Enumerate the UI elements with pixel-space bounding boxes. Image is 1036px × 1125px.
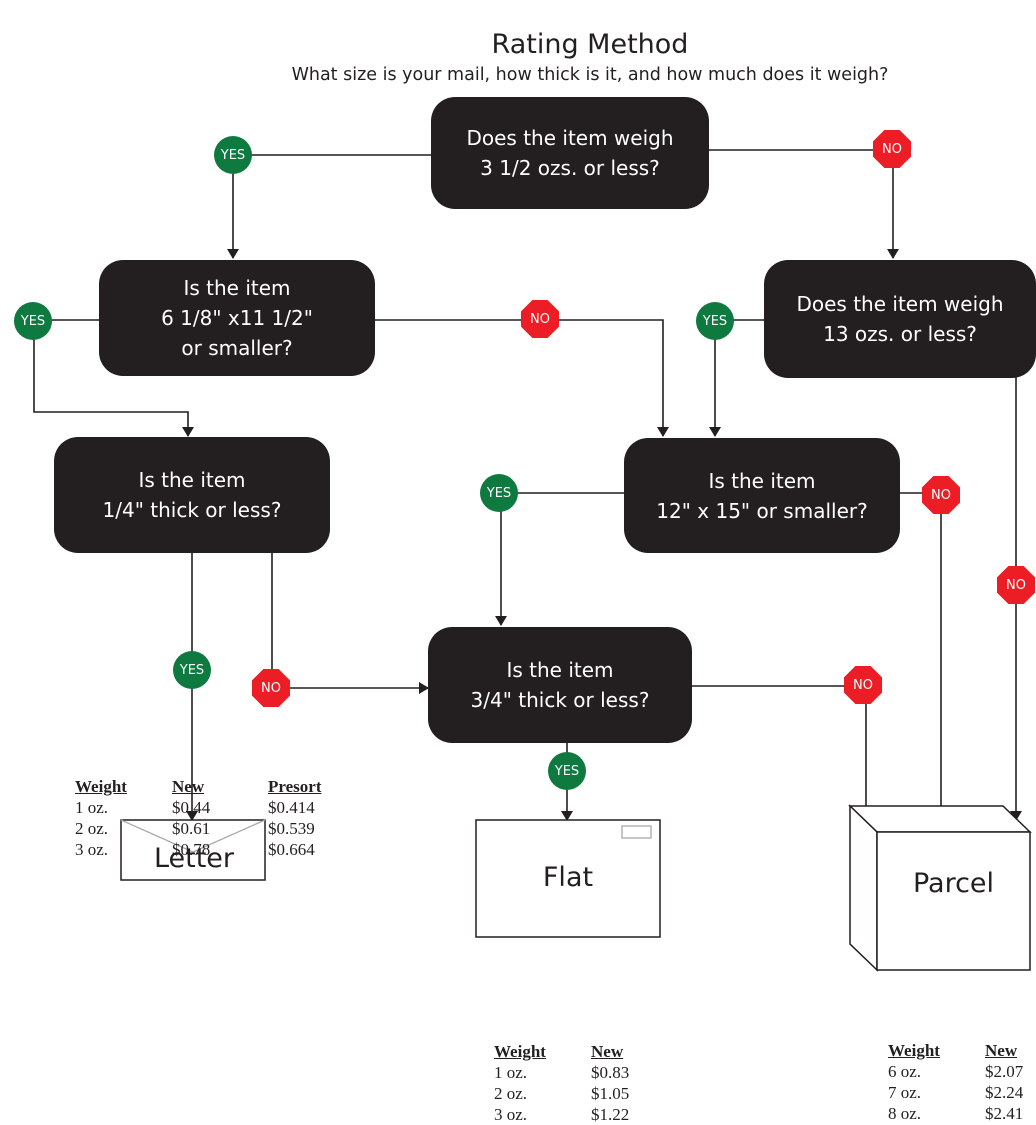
table-cell: 2 oz. bbox=[494, 1084, 528, 1103]
question-line: Is the item bbox=[183, 276, 291, 300]
table-header-row: Weight New Presort bbox=[75, 776, 322, 797]
yes-badge: YES bbox=[548, 752, 586, 790]
no-badge: NO bbox=[873, 130, 911, 168]
table-cell: $1.05 bbox=[591, 1084, 630, 1103]
no-badge: NO bbox=[844, 666, 882, 704]
table-row: 7 oz. $2.24 bbox=[888, 1082, 1023, 1103]
question-line: 6 1/8" x11 1/2" bbox=[161, 306, 313, 330]
question-letter-size: Is the item 6 1/8" x11 1/2" or smaller? bbox=[99, 260, 375, 376]
question-line: Does the item weigh bbox=[796, 292, 1004, 316]
table-cell: 2 oz. bbox=[75, 819, 109, 838]
question-line: Is the item bbox=[138, 468, 246, 492]
yes-badge: YES bbox=[214, 136, 252, 174]
outcome-letter: Letter bbox=[153, 842, 235, 874]
box-icon bbox=[848, 804, 1032, 972]
table-cell: 1 oz. bbox=[75, 798, 109, 817]
flat-rate-table: Weight New 1 oz. $0.83 2 oz. $1.05 3 oz.… bbox=[494, 1041, 629, 1125]
table-header-row: Weight New bbox=[888, 1040, 1023, 1061]
diagram-subtitle: What size is your mail, how thick is it,… bbox=[291, 65, 889, 85]
parcel-rate-table: Weight New 6 oz. $2.07 7 oz. $2.24 8 oz.… bbox=[888, 1040, 1023, 1124]
question-flat-size: Is the item 12" x 15" or smaller? bbox=[624, 438, 900, 553]
table-cell: 3 oz. bbox=[494, 1105, 528, 1124]
connector-q5-yes bbox=[495, 492, 625, 626]
column-header: Weight bbox=[494, 1042, 546, 1061]
connector-q1-yes bbox=[227, 154, 433, 259]
table-row: 2 oz. $0.61 $0.539 bbox=[75, 818, 322, 839]
yes-badge: YES bbox=[696, 302, 734, 340]
connector-q2-no bbox=[348, 319, 669, 437]
connector-q2-yes bbox=[33, 319, 194, 437]
outcome-parcel: Parcel bbox=[912, 867, 995, 899]
connector-q1-no bbox=[708, 149, 899, 259]
table-header-row: Weight New bbox=[494, 1041, 629, 1062]
table-row: 1 oz. $0.83 bbox=[494, 1062, 629, 1083]
envelope-icon bbox=[120, 819, 266, 881]
yes-badge: YES bbox=[173, 651, 211, 689]
table-cell: 8 oz. bbox=[888, 1104, 922, 1123]
column-header: Weight bbox=[888, 1041, 940, 1060]
letter-rate-table: Weight New Presort 1 oz. $0.44 $0.414 2 … bbox=[75, 776, 322, 860]
question-three-quarter-inch-thick: Is the item 3/4" thick or less? bbox=[428, 627, 692, 743]
column-header: New bbox=[172, 777, 205, 796]
question-line: Is the item bbox=[708, 468, 816, 493]
question-line: 12" x 15" or smaller? bbox=[656, 498, 868, 523]
no-badge: NO bbox=[521, 300, 559, 338]
question-weight-13-oz: Does the item weigh 13 ozs. or less? bbox=[764, 260, 1036, 378]
table-row: 1 oz. $0.44 $0.414 bbox=[75, 797, 322, 818]
column-header: Presort bbox=[268, 777, 322, 796]
question-quarter-inch-thick: Is the item 1/4" thick or less? bbox=[54, 437, 330, 553]
table-row: 6 oz. $2.07 bbox=[888, 1061, 1023, 1082]
question-weight-3-5-oz: Does the item weigh 3 1/2 ozs. or less? bbox=[431, 97, 709, 209]
table-cell: 3 oz. bbox=[75, 840, 109, 859]
table-row: 2 oz. $1.05 bbox=[494, 1083, 629, 1104]
question-line: or smaller? bbox=[181, 336, 293, 360]
table-row: 8 oz. $2.41 bbox=[888, 1103, 1023, 1124]
table-cell: $0.44 bbox=[172, 798, 211, 817]
table-cell: $2.41 bbox=[985, 1104, 1024, 1123]
question-line: Is the item bbox=[506, 658, 614, 682]
table-cell: $0.78 bbox=[172, 840, 211, 859]
question-line: Does the item weigh bbox=[466, 126, 674, 150]
table-cell: $0.61 bbox=[172, 819, 211, 838]
table-cell: $2.07 bbox=[985, 1062, 1024, 1081]
table-row: 3 oz. $1.22 bbox=[494, 1104, 629, 1125]
table-cell: $0.664 bbox=[268, 840, 315, 859]
table-cell: 6 oz. bbox=[888, 1062, 922, 1081]
table-cell: $0.83 bbox=[591, 1063, 630, 1082]
no-badge: NO bbox=[922, 476, 960, 514]
no-badge: NO bbox=[997, 566, 1035, 604]
column-header: New bbox=[985, 1041, 1018, 1060]
question-line: 3 1/2 ozs. or less? bbox=[480, 156, 660, 180]
flat-envelope-icon bbox=[475, 819, 661, 938]
table-cell: $0.414 bbox=[268, 798, 315, 817]
question-line: 13 ozs. or less? bbox=[823, 322, 977, 346]
outcome-flat: Flat bbox=[542, 861, 594, 893]
table-cell: $1.22 bbox=[591, 1105, 630, 1124]
table-cell: 7 oz. bbox=[888, 1083, 922, 1102]
column-header: Weight bbox=[75, 777, 127, 796]
column-header: New bbox=[591, 1042, 624, 1061]
connector-q6-no bbox=[690, 685, 872, 821]
table-cell: $2.24 bbox=[985, 1083, 1024, 1102]
question-line: 1/4" thick or less? bbox=[102, 498, 282, 522]
connector-q4-no bbox=[271, 552, 429, 694]
question-line: 3/4" thick or less? bbox=[470, 688, 650, 712]
table-cell: 1 oz. bbox=[494, 1063, 528, 1082]
yes-badge: YES bbox=[480, 474, 518, 512]
connector-q5-no bbox=[897, 492, 947, 821]
diagram-title: Rating Method bbox=[491, 29, 689, 60]
table-row: 3 oz. $0.78 $0.664 bbox=[75, 839, 322, 860]
yes-badge: YES bbox=[14, 302, 52, 340]
table-cell: $0.539 bbox=[268, 819, 315, 838]
no-badge: NO bbox=[252, 669, 290, 707]
